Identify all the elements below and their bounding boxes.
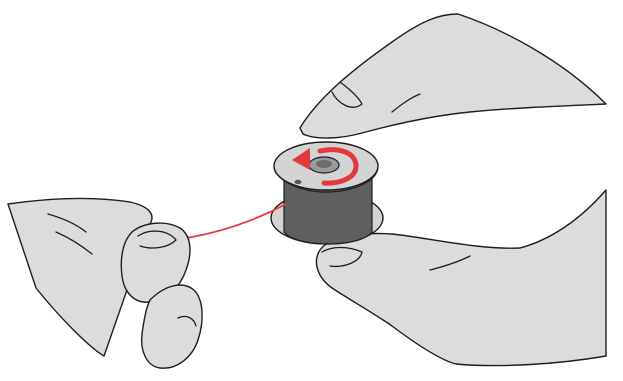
bobbin-pin-hole: [295, 180, 302, 184]
bobbin: [271, 142, 383, 244]
bobbin-hub-hole: [316, 160, 332, 168]
right-hand-palm: [300, 14, 606, 138]
left-hand: [8, 198, 202, 368]
